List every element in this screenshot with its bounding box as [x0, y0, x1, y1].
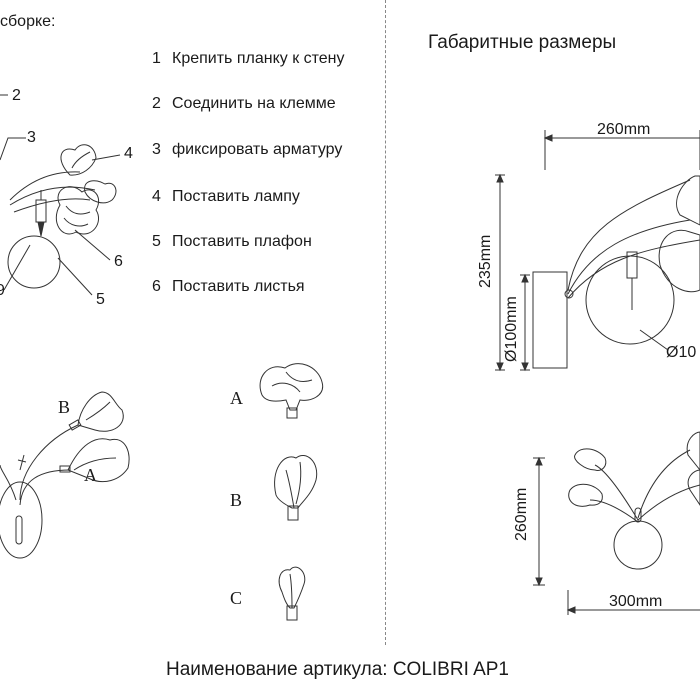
dim-diameter-shade: Ø10: [666, 344, 697, 361]
leaf-right: [84, 180, 117, 204]
side-globe: [585, 255, 675, 345]
leader-3: [0, 137, 26, 161]
callout-9: 9: [0, 282, 5, 299]
article-label: Наименование артикула: COLIBRI AP1: [166, 659, 510, 680]
leader-4: [91, 154, 121, 161]
callout-2: 2: [12, 87, 21, 104]
callout-6: 6: [114, 253, 123, 270]
leaf-label-c: C: [230, 588, 243, 608]
assembly-header: сборке:: [0, 13, 56, 30]
side-base: [532, 271, 568, 369]
arm-a: [19, 469, 71, 506]
leader-diameter: [639, 329, 669, 351]
callout-3: 3: [27, 129, 36, 146]
leaf-label-b: B: [230, 490, 243, 510]
leaf-b: [77, 391, 124, 432]
side-view: [495, 130, 700, 372]
divider-line: [385, 0, 386, 645]
exploded-view: [0, 94, 121, 296]
dim-width-top: 260mm: [597, 121, 651, 138]
arm-2: [9, 186, 96, 206]
leaf-type-c: [278, 566, 306, 621]
globe: [7, 235, 61, 289]
front-view: [0, 391, 130, 559]
callout-4: 4: [124, 145, 133, 162]
front-dim-view: [533, 431, 700, 615]
leaf-type-b: [274, 455, 318, 521]
leaf-label-a: A: [230, 388, 243, 408]
dim-width-front: 300mm: [609, 593, 663, 610]
leader-5: [57, 257, 93, 296]
leader-6: [74, 229, 111, 261]
arm-b: [19, 424, 79, 501]
leaf-type-a: [259, 363, 324, 419]
side-arm-1: [567, 179, 691, 291]
leaf-cluster: [55, 186, 100, 235]
base-plate: [0, 481, 43, 559]
front-label-a: A: [84, 465, 97, 485]
leaf-top: [60, 144, 97, 176]
dimensions-title: Габаритные размеры: [428, 32, 617, 53]
callout-5: 5: [96, 291, 105, 308]
arm-1: [9, 171, 81, 201]
leaf-a: [67, 438, 130, 483]
leader-9: [3, 244, 31, 291]
front-label-b: B: [58, 397, 71, 417]
